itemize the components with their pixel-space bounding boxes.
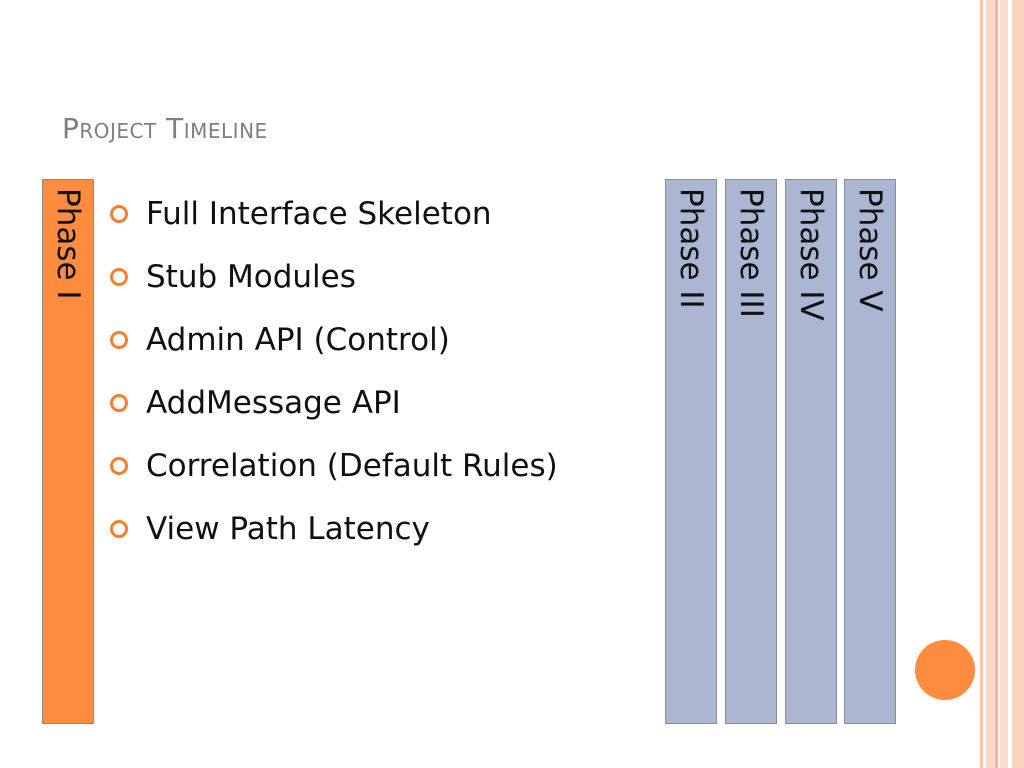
decorative-stripe (980, 0, 983, 768)
decorative-stripe (986, 0, 995, 768)
list-item: AddMessage API (110, 379, 670, 442)
decorative-stripe (995, 0, 998, 768)
list-item: Full Interface Skeleton (110, 190, 670, 253)
bullet-circle-icon (110, 268, 128, 286)
phase-label: Phase I (50, 188, 86, 300)
list-item: Stub Modules (110, 253, 670, 316)
bullet-circle-icon (110, 205, 128, 223)
phase-bar-future: Phase IV (785, 179, 837, 724)
decorative-stripe (1012, 0, 1024, 768)
list-item: View Path Latency (110, 505, 670, 568)
phase-bar-future: Phase V (844, 179, 896, 724)
phase-label: Phase III (733, 188, 769, 318)
phase-bar-future: Phase III (725, 179, 777, 724)
phase-label: Phase II (673, 188, 709, 309)
list-item: Correlation (Default Rules) (110, 442, 670, 505)
list-item: Admin API (Control) (110, 316, 670, 379)
phase-label: Phase V (852, 188, 888, 312)
slide-title: Project Timeline (62, 112, 268, 145)
bullet-circle-icon (110, 520, 128, 538)
phase-bar-future: Phase II (665, 179, 717, 724)
bullet-circle-icon (110, 457, 128, 475)
phase-label: Phase IV (793, 188, 829, 321)
bullet-circle-icon (110, 331, 128, 349)
bullet-list: Full Interface Skeleton Stub Modules Adm… (110, 190, 670, 568)
bullet-circle-icon (110, 394, 128, 412)
phase-bar-current: Phase I (42, 179, 94, 724)
decorative-circle (915, 640, 975, 700)
decorative-stripe (1000, 0, 1008, 768)
